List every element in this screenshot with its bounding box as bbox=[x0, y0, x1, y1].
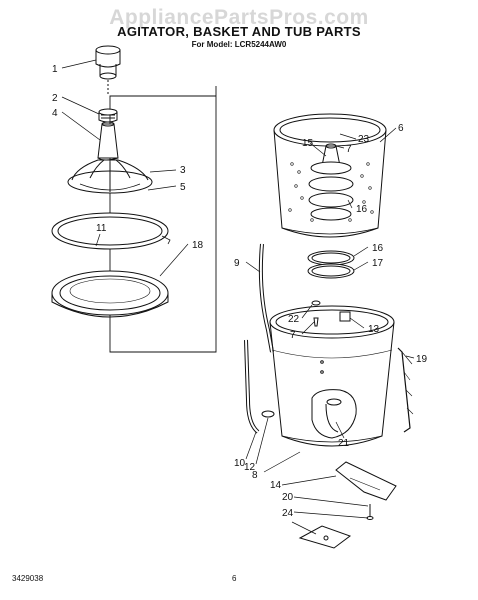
part-collar bbox=[98, 108, 118, 123]
callout-14: 14 bbox=[270, 480, 282, 491]
model-line: For Model: LCR5244AW0 bbox=[191, 40, 287, 49]
callout-7: 7 bbox=[346, 144, 352, 155]
part-clamp-12 bbox=[261, 410, 275, 418]
callout-17: 17 bbox=[372, 258, 384, 269]
callout-2: 2 bbox=[52, 93, 58, 104]
part-hose-19 bbox=[397, 347, 411, 433]
callout-11: 11 bbox=[96, 223, 107, 234]
callout-6: 6 bbox=[398, 123, 404, 134]
callout-9: 9 bbox=[234, 258, 240, 269]
part-outer-tub bbox=[269, 305, 395, 447]
callout-22: 22 bbox=[288, 314, 300, 325]
diagram-number: 3429038 bbox=[12, 574, 44, 583]
callout-8: 8 bbox=[252, 470, 258, 481]
part-basket bbox=[273, 113, 387, 238]
callout-15: 15 bbox=[302, 138, 314, 149]
callout-21: 21 bbox=[338, 438, 350, 449]
callout-16: 16 bbox=[372, 243, 384, 254]
callout-18: 18 bbox=[192, 240, 204, 251]
part-gaskets bbox=[307, 250, 355, 279]
part-agitator bbox=[67, 121, 153, 194]
callout-4: 4 bbox=[52, 108, 58, 119]
part-agitator-cap bbox=[95, 45, 121, 96]
part-plate-24 bbox=[298, 525, 352, 549]
callout-24: 24 bbox=[282, 508, 294, 519]
callout-13: 13 bbox=[368, 324, 380, 335]
callout-20: 20 bbox=[282, 492, 294, 503]
watermark: AppliancePartsPros.com bbox=[109, 6, 369, 29]
callout-19: 19 bbox=[416, 354, 428, 365]
part-fasteners-22-7 bbox=[311, 300, 321, 327]
part-bracket-14 bbox=[335, 461, 397, 501]
callout-7: 7 bbox=[290, 330, 296, 341]
page-number: 6 bbox=[232, 574, 237, 583]
callout-23: 23 bbox=[358, 134, 370, 145]
leader-lines bbox=[61, 59, 415, 535]
callout-5: 5 bbox=[180, 182, 186, 193]
callout-10: 10 bbox=[234, 458, 246, 469]
diagram-title: AGITATOR, BASKET AND TUB PARTS bbox=[117, 24, 361, 39]
part-clip-13 bbox=[339, 311, 351, 322]
callout-12: 12 bbox=[244, 462, 256, 473]
part-seal-ring bbox=[51, 212, 171, 250]
part-tub-ring bbox=[51, 270, 169, 318]
callout-1: 1 bbox=[52, 64, 58, 75]
callout-3: 3 bbox=[180, 165, 186, 176]
callout-16: 16 bbox=[356, 204, 368, 215]
